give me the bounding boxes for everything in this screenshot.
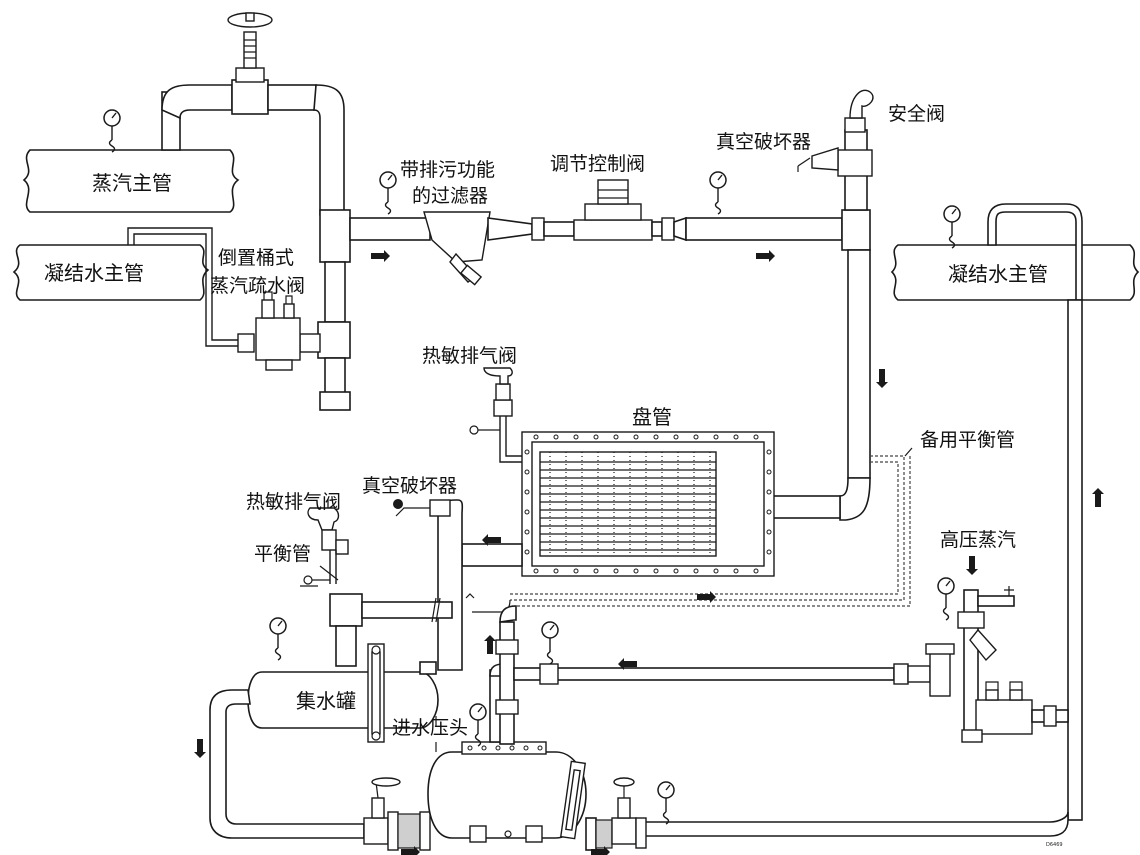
receiver-tank [247, 643, 439, 743]
trap-drain-line [127, 227, 321, 353]
flow-arrow-icon [371, 250, 390, 262]
safety-valve-assembly [797, 89, 874, 211]
condensate-main-pipe-right: 凝结水主管 [890, 244, 1140, 301]
steam-riser-to-coil [771, 249, 871, 521]
condensate-main-right-label: 凝结水主管 [948, 262, 1048, 286]
pressure-gauge-icon [269, 617, 287, 661]
flow-arrow-icon [756, 250, 775, 262]
balance-pipe [329, 593, 511, 667]
globe-valve-top [227, 12, 273, 83]
inverted-bucket-steam-trap [255, 291, 301, 371]
backup-balance-pipe-label: 备用平衡管 [920, 429, 1015, 451]
pressure-gauge-icon [709, 171, 727, 215]
inverted-bucket-label-1: 倒置桶式 [218, 247, 294, 269]
thermostatic-air-vent-lower [300, 507, 349, 587]
safety-valve-label: 安全阀 [888, 103, 945, 125]
thermo-air-vent-lower-label: 热敏排气阀 [246, 491, 341, 513]
vacuum-breaker-lower-label: 真空破坏器 [362, 475, 457, 497]
balance-pipe-label: 平衡管 [254, 543, 311, 565]
thermostatic-air-vent-upper [469, 367, 522, 463]
control-valve-label: 调节控制阀 [550, 153, 645, 175]
condensate-main-left-label: 凝结水主管 [44, 261, 144, 285]
thermo-air-vent-upper-label: 热敏排气阀 [422, 345, 517, 367]
pressure-gauge-icon [541, 621, 559, 665]
pressure-gauge-icon [103, 109, 121, 153]
flow-arrow-icon [1092, 488, 1104, 507]
strainer-label-2: 的过滤器 [412, 185, 488, 207]
receiver-label: 集水罐 [296, 689, 356, 713]
inverted-bucket-label-2: 蒸汽疏水阀 [210, 275, 305, 297]
heating-coil [521, 431, 775, 577]
pressure-gauge-icon [943, 205, 961, 249]
steam-supply-loop [161, 79, 351, 411]
pump-motive-steam-line [489, 605, 931, 745]
drawing-code: D6469 [1046, 842, 1063, 848]
pressure-gauge-icon [937, 577, 955, 621]
high-pressure-steam-station [925, 586, 1069, 743]
filling-head-label: 进水压头 [392, 717, 468, 739]
condensate-return-riser [599, 203, 1083, 837]
vacuum-breaker-top-label: 真空破坏器 [716, 131, 811, 153]
high-pressure-steam-label: 高压蒸汽 [940, 529, 1016, 551]
flow-arrow-icon [876, 369, 888, 388]
flow-arrow-icon [966, 556, 978, 575]
pressure-gauge-icon [469, 703, 487, 747]
safety-valve-icon [849, 89, 874, 119]
condensate-main-pipe-left: 凝结水主管 [12, 244, 210, 301]
coil-label: 盘管 [632, 405, 672, 429]
coil-outlet-line [393, 499, 523, 671]
strainer-label-1: 带排污功能 [400, 159, 495, 181]
pressure-gauge-icon [657, 781, 675, 825]
condensate-pump [427, 741, 587, 843]
steam-supply-line [349, 179, 871, 286]
steam-main-label: 蒸汽主管 [92, 171, 172, 195]
flow-arrow-icon [484, 635, 496, 654]
pump-outlet-line [585, 777, 647, 851]
pressure-gauge-icon [379, 171, 397, 215]
flow-arrow-icon [697, 591, 716, 603]
steam-main-pipe: 蒸汽主管 [22, 149, 240, 213]
flow-arrow-icon [194, 739, 206, 758]
pump-inlet-valves [363, 777, 431, 851]
